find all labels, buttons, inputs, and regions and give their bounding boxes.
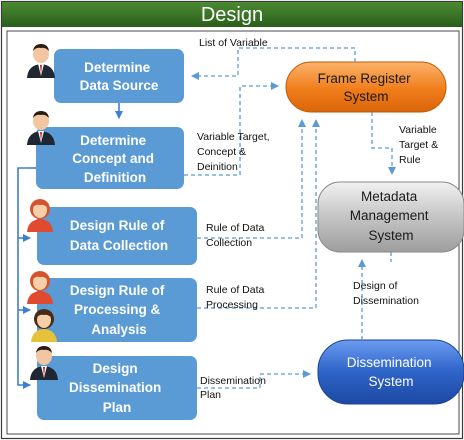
flow-collection-to-frame [197,119,306,239]
woman-icon [27,199,53,232]
flow-list-of-variable [191,47,356,80]
flow-concept-to-frame [184,82,279,176]
process-label: Determine Data Source [80,60,159,93]
label-variable-target-concept: Variable Target, Concept & Deinition [197,131,273,173]
process-determine-concept: Determine Concept and Definition [36,127,184,189]
process-design-rule-collection: Design Rule of Data Collection [37,207,197,265]
process-design-dissemination-plan: Design Dissemination Plan [37,356,197,420]
metadata-management-system: Metadata Management System [317,181,464,253]
label-rule-data-collection: Rule of Data Collection [206,222,267,249]
title-bar [2,2,462,27]
process-flow-connector [17,103,123,389]
process-determine-data-source: Determine Data Source [54,49,184,103]
woman-icon [31,309,57,342]
label-rule-data-processing: Rule of Data Processing [206,284,267,311]
label-list-of-variable: List of Variable [199,37,268,49]
flow-plan-to-dissemination [197,370,311,389]
system-label: Dissemination System [347,355,436,389]
label-design-of-dissemination: Design of Dissemination [353,280,419,307]
system-label: Metadata Management System [350,189,433,243]
frame-register-system: Frame Register System [285,61,447,113]
process-label: Determine Concept and Definition [72,133,158,185]
process-design-rule-processing: Design Rule of Processing & Analysis [37,278,197,342]
dissemination-system: Dissemination System [317,339,464,405]
flow-processing-to-frame [197,119,320,309]
page-title: Design [201,4,263,26]
label-variable-target-rule: Variable Target & Rule [399,124,441,166]
data-flow-connectors [184,47,396,389]
woman-icon [27,271,53,304]
businessman-icon [27,44,55,78]
process-label: Design Rule of Processing & Analysis [70,283,168,337]
process-label: Design Rule of Data Collection [70,218,168,253]
businessman-icon [27,111,55,145]
label-dissemination-plan: Dissemination Plan [200,375,269,401]
flow-frame-to-metadata [371,112,396,175]
businessman-icon [30,346,58,380]
process-label: Design Dissemination Plan [69,361,165,415]
system-label: Frame Register System [318,71,415,104]
